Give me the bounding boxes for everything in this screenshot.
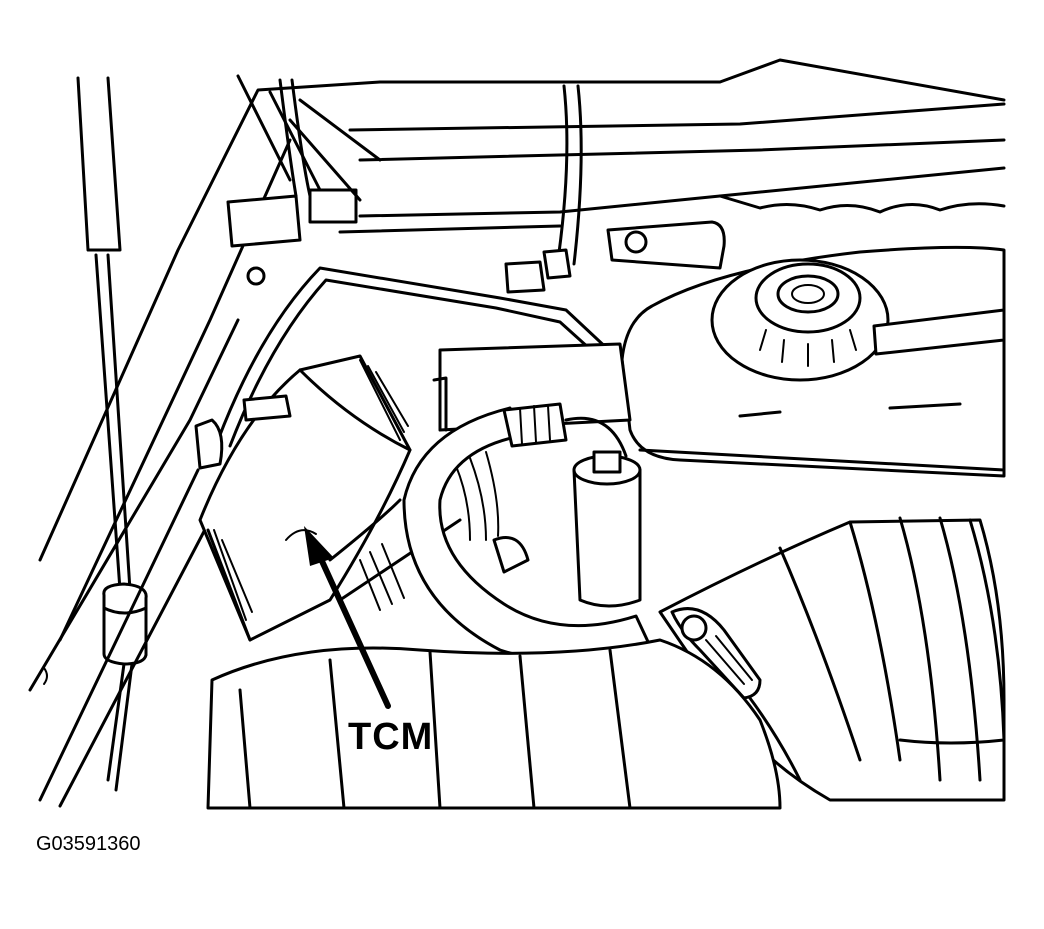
hose-clamp	[670, 607, 762, 700]
tcm-callout-arrow	[304, 526, 391, 709]
firewall-cowl	[226, 58, 1006, 248]
tcm-callout-label: TCM	[348, 716, 434, 758]
transmission-control-module	[198, 354, 412, 642]
air-cleaner-housing	[206, 638, 782, 810]
inline-filter	[572, 450, 642, 608]
relay-box	[432, 342, 632, 432]
overflow-tube	[872, 308, 1006, 356]
vacuum-lines	[278, 78, 583, 266]
figure-id: G03591360	[36, 833, 141, 855]
metal-line	[194, 266, 630, 470]
mounting-bracket	[504, 220, 726, 294]
wiring-harness	[328, 451, 530, 611]
coolant-reservoir-cap	[754, 262, 862, 367]
hood-support-strut	[76, 76, 148, 792]
fender-panels	[28, 74, 382, 808]
